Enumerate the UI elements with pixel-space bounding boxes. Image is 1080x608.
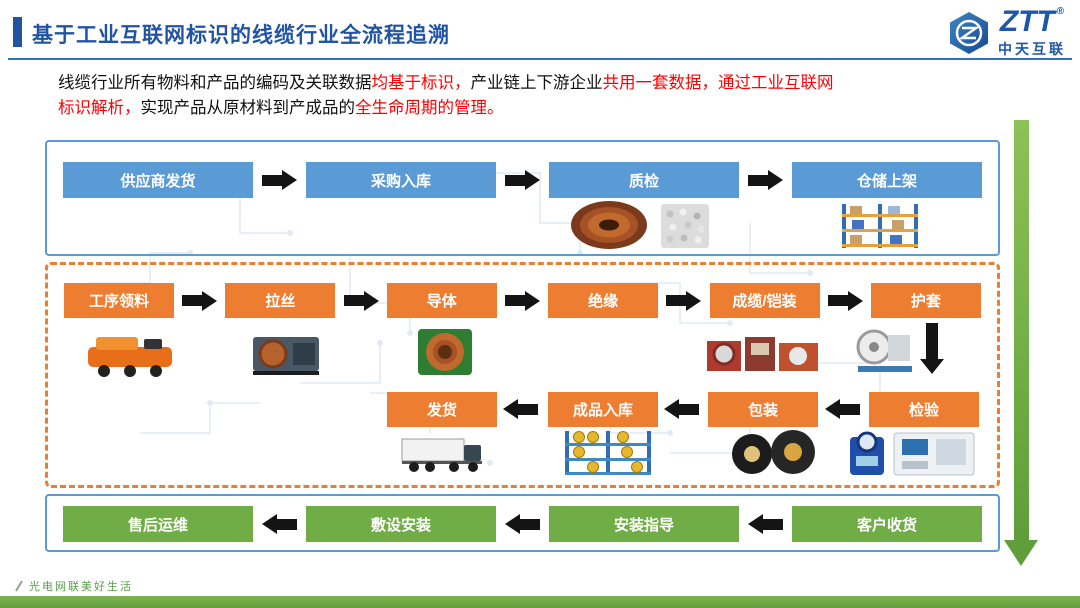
arrow-down-icon	[920, 323, 944, 374]
wire-drawing-machine-photo	[251, 331, 321, 377]
title-accent-bar	[13, 17, 22, 47]
intro-seg6: 标识解析，	[58, 98, 141, 117]
footer-slogan: 光电网联美好生活	[14, 578, 133, 594]
step-conductor: 导体	[386, 283, 497, 318]
inspection-devices-photo	[846, 429, 978, 477]
arrow-right-icon	[666, 290, 702, 311]
truck-photo	[400, 431, 485, 475]
arrow-right-icon	[343, 290, 379, 311]
step-install-guidance: 安装指导	[549, 506, 739, 542]
intro-seg1: 线缆行业所有物料和产品的编码及关联数据	[58, 74, 372, 92]
step-sheathing: 护套	[870, 283, 981, 318]
production-panel: 工序领料 拉丝 导体 绝缘 成缆/铠装 护套	[45, 262, 1000, 488]
step-laying-install: 敷设安装	[306, 506, 496, 542]
arrow-right-icon	[262, 170, 297, 190]
step-wire-drawing: 拉丝	[225, 283, 336, 318]
logo-subtitle: 中天互联	[998, 41, 1066, 57]
step-supplier-shipping: 供应商发货	[63, 162, 253, 198]
step-material-pick: 工序领料	[64, 283, 174, 318]
plastic-granules-photo	[661, 204, 709, 248]
arrow-left-icon	[748, 514, 783, 534]
step-insulation: 绝缘	[548, 283, 659, 318]
bottom-accent-bar	[0, 596, 1080, 608]
page-title: 基于工业互联网标识的线缆行业全流程追溯	[32, 24, 450, 47]
agv-robot-photo	[84, 329, 176, 379]
finished-goods-rack-photo	[563, 429, 653, 475]
intro-seg8: 全生命周期的管理。	[355, 98, 504, 117]
intro-seg2: 均基于标识，	[371, 74, 471, 92]
production-top-row: 工序领料 拉丝 导体 绝缘 成缆/铠装 护套	[48, 265, 997, 318]
step-customer-receipt: 客户收货	[792, 506, 982, 542]
intro-paragraph: 线缆行业所有物料和产品的编码及关联数据均基于标识，产业链上下游企业共用一套数据，…	[58, 71, 1003, 121]
header-divider	[8, 58, 1072, 60]
conductor-coil-photo	[414, 327, 476, 377]
intro-seg7: 实现产品从原材料到产成品的	[140, 98, 356, 117]
step-packing: 包装	[708, 392, 818, 427]
logo-registered-mark: ®	[1056, 6, 1065, 17]
arrow-left-icon	[505, 514, 540, 534]
arrow-left-icon	[503, 399, 538, 419]
supply-chain-panel: 供应商发货 采购入库 质检 仓储上架	[45, 140, 1000, 256]
copper-coil-photo	[567, 198, 651, 252]
arrow-right-icon	[748, 170, 783, 190]
flow-direction-arrow	[1004, 120, 1038, 566]
step-warehouse-putaway: 仓储上架	[792, 162, 982, 198]
delivery-row: 售后运维 敷设安装 安装指导 客户收货	[47, 496, 998, 542]
arrow-right-icon	[504, 290, 540, 311]
step-quality-check: 质检	[549, 162, 739, 198]
footer-slogan-text: 光电网联美好生活	[29, 581, 133, 593]
arrow-right-icon	[182, 290, 218, 311]
slogan-mark-icon	[15, 580, 23, 592]
step-shipping: 发货	[387, 392, 497, 427]
cable-spool-photo	[856, 325, 914, 375]
cable-coils-photo	[726, 428, 821, 476]
step-cabling-armoring: 成缆/铠装	[709, 283, 820, 318]
step-finished-inbound: 成品入库	[548, 392, 658, 427]
intro-seg5: 通过工业互联网	[718, 74, 834, 92]
ztt-logo-icon	[950, 12, 988, 54]
ztt-logo: ZTT ® 中天互联	[947, 7, 1066, 59]
arrow-left-icon	[825, 399, 860, 419]
step-after-sales-ops: 售后运维	[63, 506, 253, 542]
delivery-panel: 售后运维 敷设安装 安装指导 客户收货	[45, 494, 1000, 552]
step-inspection: 检验	[869, 392, 979, 427]
arrow-right-icon	[827, 290, 863, 311]
supply-row: 供应商发货 采购入库 质检 仓储上架	[47, 142, 998, 198]
intro-seg4: 共用一套数据，	[602, 74, 719, 92]
cabling-machine-photo	[705, 331, 820, 375]
arrow-right-icon	[505, 170, 540, 190]
arrow-left-icon	[262, 514, 297, 534]
intro-seg3: 产业链上下游企业	[470, 74, 603, 92]
step-purchase-inbound: 采购入库	[306, 162, 496, 198]
arrow-left-icon	[664, 399, 699, 419]
logo-brand: ZTT	[999, 5, 1055, 38]
warehouse-rack-photo	[840, 202, 920, 250]
